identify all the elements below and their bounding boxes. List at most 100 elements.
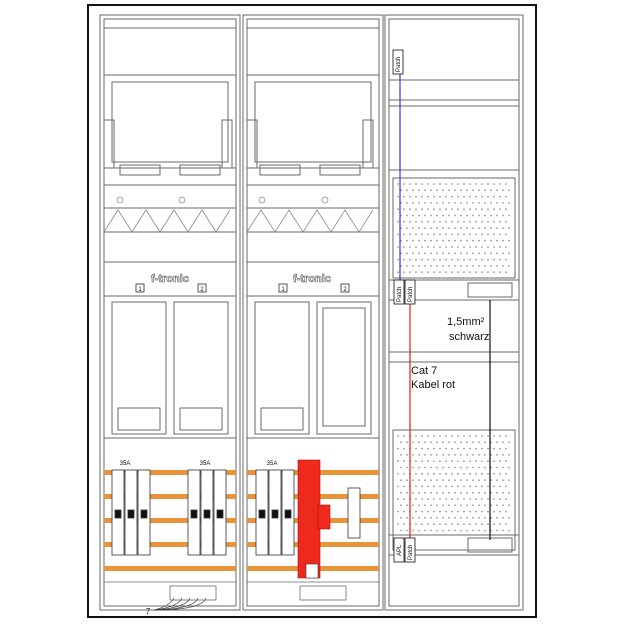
perforation-dot — [463, 220, 465, 223]
perforation-dot — [403, 447, 405, 450]
perforation-dot — [475, 523, 477, 526]
perforation-dot — [403, 233, 405, 236]
perforation-dot — [505, 183, 507, 185]
perforation-dot — [475, 246, 477, 248]
perforation-dot — [451, 498, 453, 500]
perforation-dot — [499, 523, 501, 526]
perforation-dot — [484, 202, 486, 204]
perforation-dot — [454, 491, 456, 494]
perforation-dot — [397, 258, 399, 261]
perforation-dot — [409, 246, 411, 248]
perforation-dot — [439, 523, 441, 526]
perforation-dot — [448, 214, 450, 217]
patch-top: Patch — [392, 49, 404, 75]
perforation-dot — [406, 214, 408, 217]
perforation-dot — [448, 466, 450, 469]
slot-number-left-1: 1 — [138, 287, 142, 293]
perforation-dot — [481, 523, 483, 526]
perforation-dot — [436, 454, 438, 456]
perforation-dot — [475, 233, 477, 236]
perforation-dot — [508, 239, 510, 242]
perforation-dot — [439, 460, 441, 463]
perforation-dot — [436, 466, 438, 469]
perforation-dot — [439, 498, 441, 500]
perforation-dot — [481, 220, 483, 223]
perforation-dot — [451, 523, 453, 526]
perforation-dot — [469, 485, 471, 488]
perforation-dot — [508, 189, 510, 192]
perforation-dot — [430, 441, 432, 444]
perforation-dot — [403, 271, 405, 274]
perforation-dot — [490, 189, 492, 192]
perforation-dot — [505, 485, 507, 488]
perforation-dot — [472, 202, 474, 204]
perforation-dot — [469, 183, 471, 185]
perforation-dot — [397, 435, 399, 437]
perforation-dot — [466, 491, 468, 494]
perforation-dot — [481, 183, 483, 185]
perforation-dot — [448, 202, 450, 204]
perforation-dot — [412, 189, 414, 192]
perforation-dot — [463, 498, 465, 500]
perforation-dot — [472, 441, 474, 444]
perforation-dot — [487, 472, 489, 475]
perforation-dot — [478, 454, 480, 456]
perforation-dot — [499, 498, 501, 500]
perforation-dot — [484, 504, 486, 507]
perforation-dot — [478, 504, 480, 507]
perforation-dot — [496, 504, 498, 507]
perforation-dot — [433, 246, 435, 248]
perforation-dot — [403, 208, 405, 211]
perforation-dot — [427, 195, 429, 198]
perforation-dot — [472, 227, 474, 230]
brand-left: f-tronic — [151, 273, 189, 285]
perforation-dot — [454, 214, 456, 217]
perforation-dot — [430, 214, 432, 217]
perforation-dot — [460, 454, 462, 456]
perforation-dot — [496, 202, 498, 204]
perforation-dot — [460, 239, 462, 242]
top-rails — [104, 27, 379, 263]
perforation-dot — [454, 441, 456, 444]
perforation-dot — [433, 498, 435, 500]
perforation-dot — [403, 195, 405, 198]
perforation-dot — [484, 441, 486, 444]
terminal-strip-upper — [103, 119, 374, 176]
perforation-dot — [403, 246, 405, 248]
perforation-dot — [412, 214, 414, 217]
perforation-dot — [502, 214, 504, 217]
perforation-dot — [484, 252, 486, 255]
perforation-dot — [472, 239, 474, 242]
perforation-dot — [427, 208, 429, 211]
patch-bottom-right: Patch — [404, 537, 416, 563]
perforation-dot — [412, 491, 414, 494]
perforation-dot — [436, 214, 438, 217]
perforation-dot — [406, 454, 408, 456]
perforation-dot — [457, 435, 459, 437]
perforation-dot — [427, 498, 429, 500]
perforation-dot — [445, 183, 447, 185]
perforation-dot — [433, 460, 435, 463]
perforation-dot — [469, 447, 471, 450]
perforation-dot — [409, 220, 411, 223]
perforation-dot — [502, 252, 504, 255]
perforation-dot — [424, 491, 426, 494]
patch-mid-left: Patch — [393, 279, 405, 305]
perforation-dot — [463, 447, 465, 450]
perforation-dot — [433, 523, 435, 526]
perforation-dot — [499, 195, 501, 198]
perforation-dot — [418, 504, 420, 507]
patch-mid-right: Patch — [404, 279, 416, 305]
perforation-dot — [478, 202, 480, 204]
perforation-dot — [508, 491, 510, 494]
perforation-dot — [451, 233, 453, 236]
perforation-dot — [487, 183, 489, 185]
perforation-dot — [508, 214, 510, 217]
perforation-dot — [472, 265, 474, 267]
perforation-dot — [442, 189, 444, 192]
perforation-dot — [460, 529, 462, 532]
perforation-dot — [469, 510, 471, 513]
perforation-dot — [448, 189, 450, 192]
perforation-dot — [406, 202, 408, 204]
perforation-dot — [454, 504, 456, 507]
